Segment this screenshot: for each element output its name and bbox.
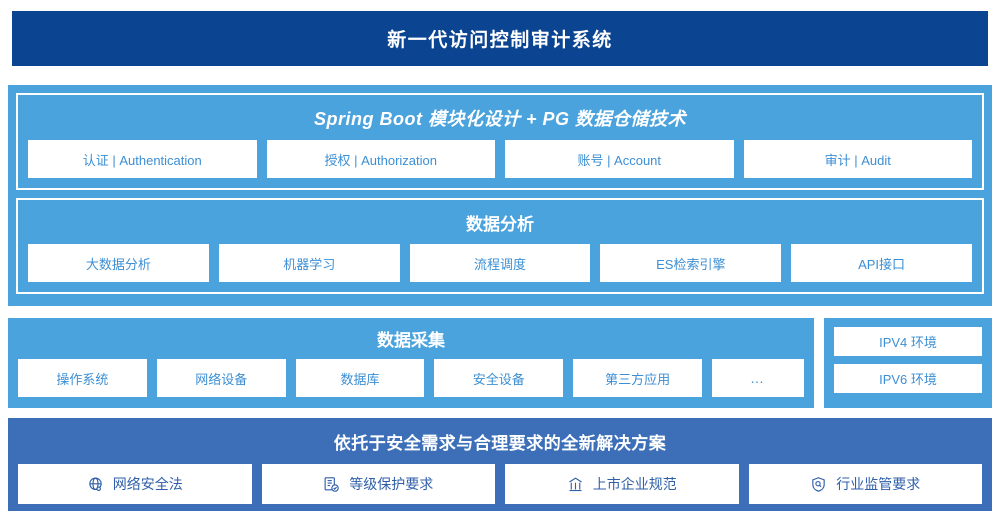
collection-chip-security-device[interactable]: 安全设备	[434, 359, 564, 397]
analysis-group: 数据分析 大数据分析 机器学习 流程调度 ES检索引擎 API接口	[16, 198, 984, 294]
document-check-icon	[323, 476, 340, 493]
shield-search-icon	[810, 476, 827, 493]
platform-chip-audit[interactable]: 审计 | Audit	[743, 140, 972, 178]
globe-network-icon	[87, 476, 104, 493]
environment-panel: IPV4 环境 IPV6 环境	[824, 318, 992, 408]
collection-chip-operating-system[interactable]: 操作系统	[18, 359, 147, 397]
chip-label: 数据库	[340, 371, 380, 387]
chip-label: 网络设备	[195, 371, 248, 387]
collection-chip-network-device[interactable]: 网络设备	[156, 359, 286, 397]
environment-chip-ipv6[interactable]: IPV6 环境	[834, 364, 982, 393]
chip-label: 机器学习	[283, 256, 336, 272]
collection-chip-third-party-app[interactable]: 第三方应用	[573, 359, 702, 397]
platform-chip-account[interactable]: 账号 | Account	[505, 140, 734, 178]
collection-title: 数据采集	[377, 331, 445, 350]
solution-chip-row: 网络安全法 等级保护要求	[18, 464, 982, 504]
chip-label: …	[749, 370, 766, 386]
chip-label: 授权 | Authorization	[324, 152, 437, 168]
analysis-chip-api[interactable]: API接口	[791, 244, 972, 282]
analysis-chip-process-scheduling[interactable]: 流程调度	[409, 244, 591, 282]
platform-title: Spring Boot 模块化设计 + PG 数据仓储技术	[313, 109, 686, 129]
platform-chip-authorization[interactable]: 授权 | Authorization	[266, 140, 495, 178]
collection-panel: 数据采集 操作系统 网络设备 数据库 安全设备 第三方应用 …	[8, 318, 814, 408]
chip-label: IPV6 环境	[879, 372, 937, 387]
chip-label: 上市企业规范	[592, 476, 677, 492]
chip-label: 流程调度	[473, 256, 526, 272]
chip-label: IPV4 环境	[879, 335, 937, 350]
chip-label: 操作系统	[56, 371, 109, 387]
environment-chip-ipv4[interactable]: IPV4 环境	[834, 327, 982, 356]
solution-chip-industry-regulation[interactable]: 行业监管要求	[748, 464, 982, 504]
analysis-chip-machine-learning[interactable]: 机器学习	[218, 244, 400, 282]
page-title: 新一代访问控制审计系统	[387, 30, 613, 51]
chip-label: 大数据分析	[85, 256, 151, 272]
chip-label: 账号 | Account	[577, 152, 662, 168]
chip-label: 认证 | Authentication	[82, 152, 202, 168]
chip-label: 行业监管要求	[836, 476, 921, 492]
collection-chip-database[interactable]: 数据库	[295, 359, 425, 397]
collection-chip-row: 操作系统 网络设备 数据库 安全设备 第三方应用 …	[18, 359, 804, 397]
architecture-panel: Spring Boot 模块化设计 + PG 数据仓储技术 认证 | Authe…	[8, 85, 992, 306]
collection-chip-more[interactable]: …	[711, 359, 804, 397]
analysis-chip-bigdata[interactable]: 大数据分析	[28, 244, 209, 282]
solution-chip-classified-protection[interactable]: 等级保护要求	[261, 464, 495, 504]
platform-chip-row: 认证 | Authentication 授权 | Authorization 账…	[28, 140, 972, 178]
chip-label: 网络安全法	[112, 476, 183, 492]
analysis-chip-es-search-engine[interactable]: ES检索引擎	[600, 244, 782, 282]
platform-group: Spring Boot 模块化设计 + PG 数据仓储技术 认证 | Authe…	[16, 93, 984, 190]
analysis-chip-row: 大数据分析 机器学习 流程调度 ES检索引擎 API接口	[28, 244, 972, 282]
chip-label: ES检索引擎	[656, 256, 726, 272]
analysis-title: 数据分析	[466, 215, 534, 234]
solution-panel: 依托于安全需求与合理要求的全新解决方案 网络安全法	[8, 418, 992, 511]
solution-chip-cybersecurity-law[interactable]: 网络安全法	[18, 464, 252, 504]
chip-label: 安全设备	[472, 371, 525, 387]
solution-title: 依托于安全需求与合理要求的全新解决方案	[333, 434, 667, 453]
chip-label: 第三方应用	[605, 371, 671, 387]
bank-building-icon	[567, 476, 584, 493]
chip-label: 等级保护要求	[349, 476, 434, 492]
collection-row: 数据采集 操作系统 网络设备 数据库 安全设备 第三方应用 …	[8, 318, 992, 408]
solution-chip-listed-company-standard[interactable]: 上市企业规范	[505, 464, 739, 504]
platform-chip-authentication[interactable]: 认证 | Authentication	[28, 140, 257, 178]
chip-label: API接口	[858, 256, 906, 272]
page-header: 新一代访问控制审计系统	[12, 11, 988, 66]
chip-label: 审计 | Audit	[824, 152, 891, 168]
